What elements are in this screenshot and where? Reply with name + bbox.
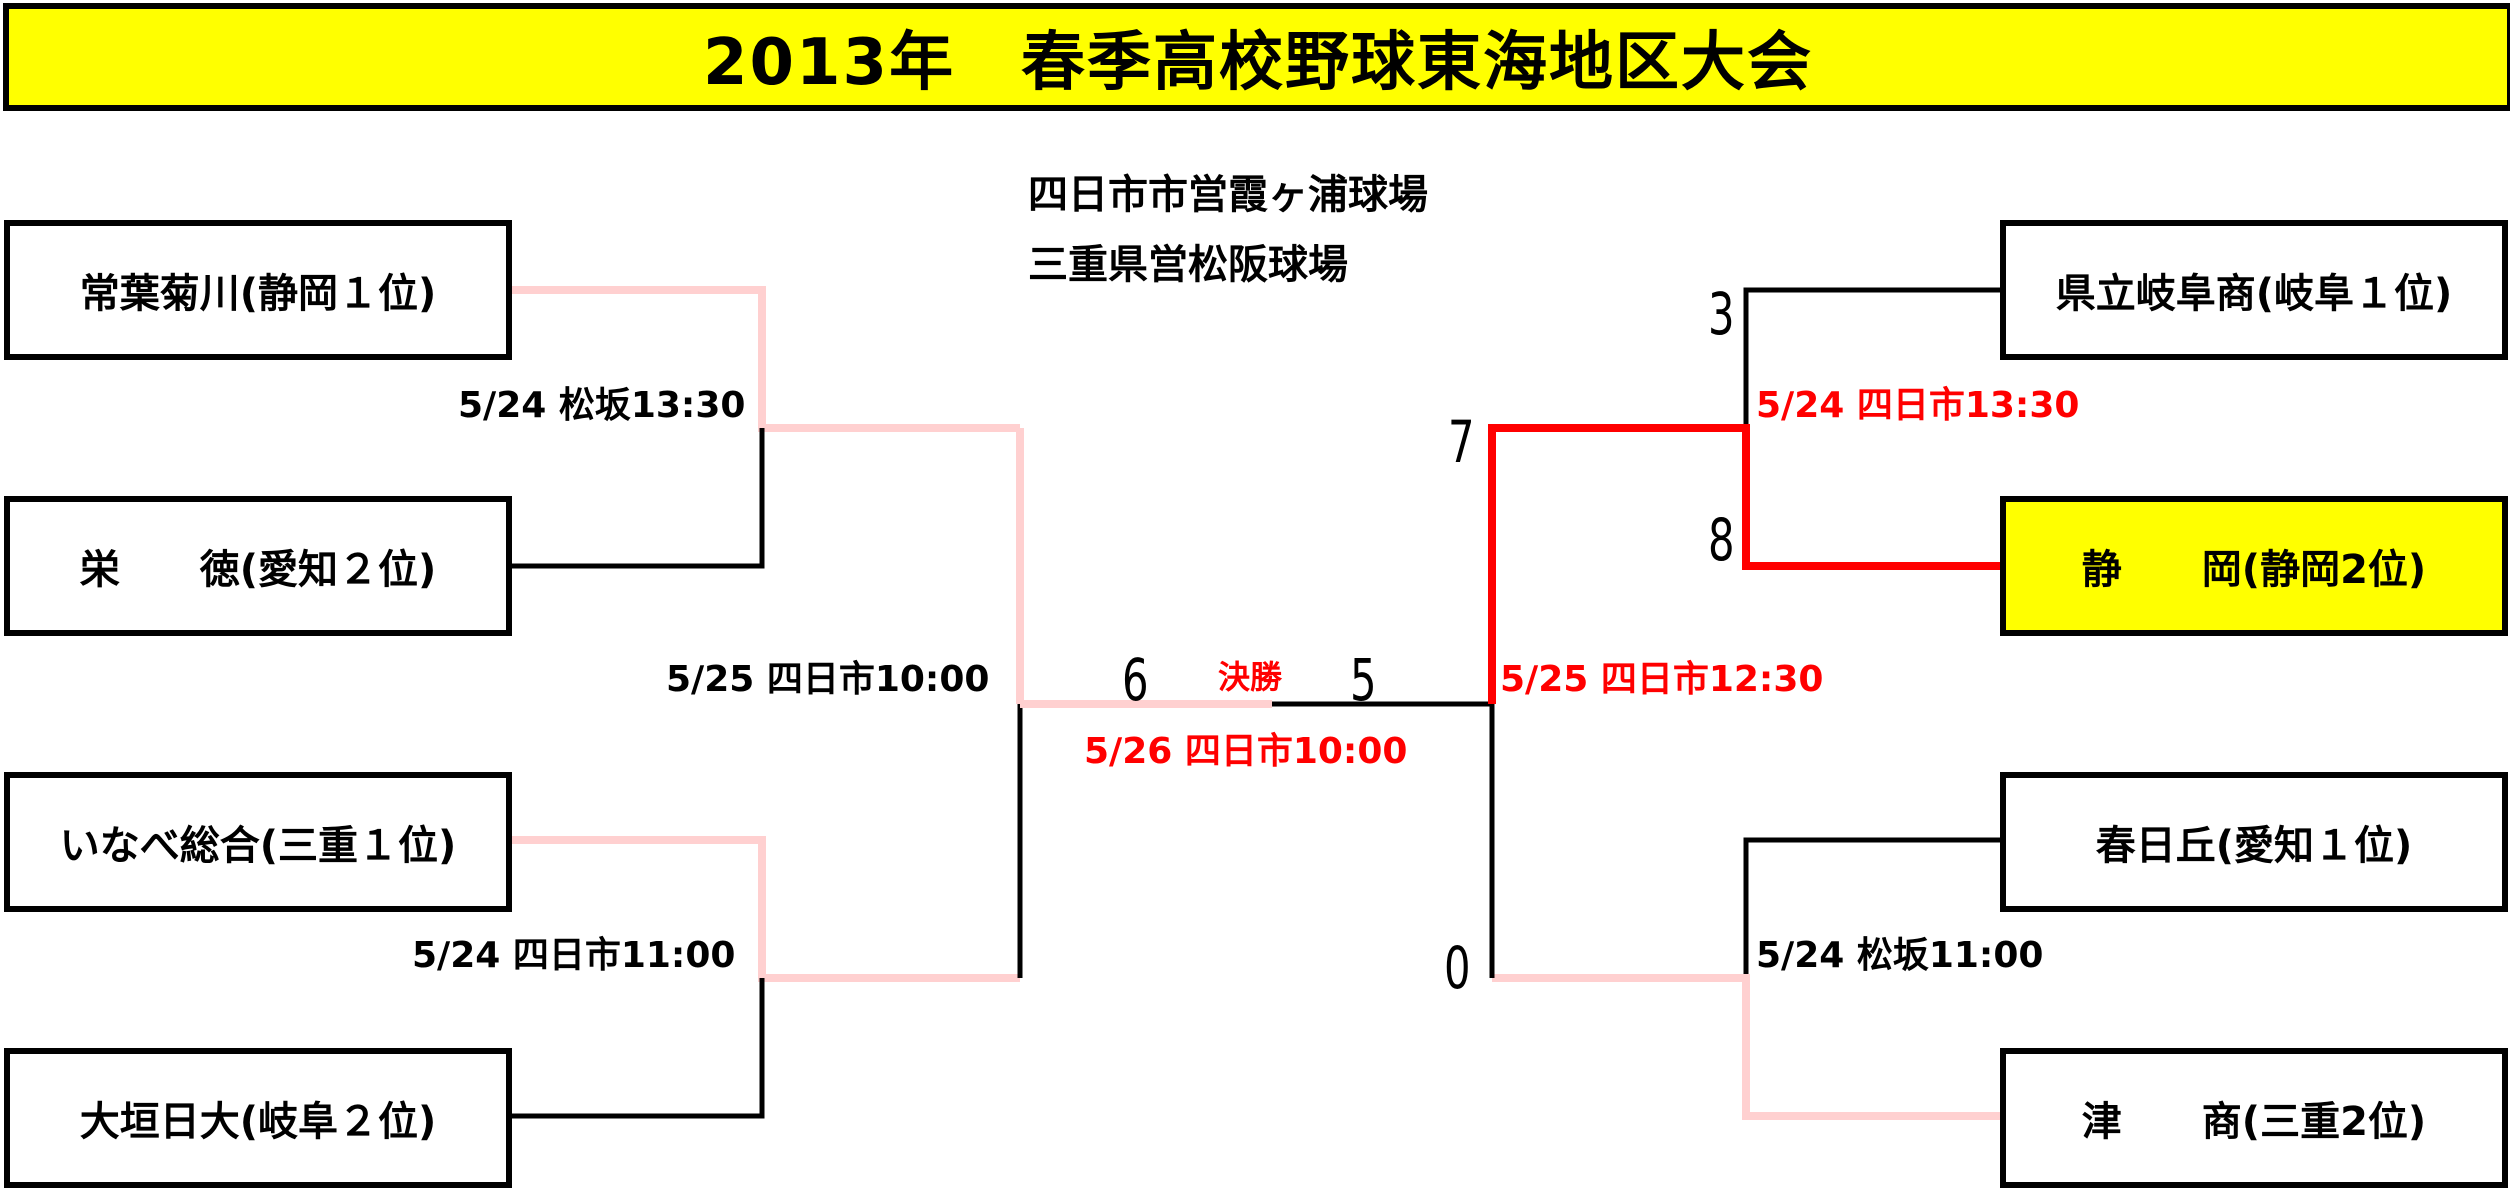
- line-left1: [508, 286, 1020, 432]
- line-right2: [1488, 424, 2002, 704]
- venue-2: 三重県営松阪球場: [1028, 242, 1348, 288]
- line-right1: [1743, 287, 2002, 428]
- venue-1: 四日市市営霞ヶ浦球場: [1028, 172, 1428, 218]
- team-right-4: 津 商(三重2位): [2000, 1048, 2508, 1188]
- line-left2: [508, 428, 765, 569]
- score-r1-top: 3: [1708, 280, 1735, 348]
- team-right-1: 県立岐阜商(岐阜１位): [2000, 220, 2508, 360]
- match-label-l1: 5/24 松坂13:30: [458, 385, 746, 426]
- score-semi-bottom: 0: [1444, 934, 1471, 1002]
- match-label-r1: 5/24 四日市13:30: [1756, 385, 2080, 426]
- match-label-r3: 5/25 四日市12:30: [1500, 659, 1824, 700]
- match-label-r2: 5/24 松坂11:00: [1756, 935, 2044, 976]
- team-left-2: 栄 徳(愛知２位): [4, 496, 512, 636]
- team-right-3: 春日丘(愛知１位): [2000, 772, 2508, 912]
- final-label: 決勝: [1218, 658, 1283, 696]
- score-final-right: 5: [1350, 646, 1377, 714]
- match-label-l3: 5/25 四日市10:00: [666, 659, 990, 700]
- team-left-3: いなべ総合(三重１位): [4, 772, 512, 912]
- team-left-1: 常葉菊川(静岡１位): [4, 220, 512, 360]
- score-final-left: 6: [1122, 646, 1149, 714]
- team-right-2: 静 岡(静岡2位): [2000, 496, 2508, 636]
- score-semi-top: 7: [1448, 408, 1475, 476]
- match-label-l2: 5/24 四日市11:00: [412, 935, 736, 976]
- line-left3: [508, 836, 1020, 982]
- match-label-final: 5/26 四日市10:00: [1084, 731, 1408, 772]
- score-r1-bottom: 8: [1708, 506, 1735, 574]
- team-left-4: 大垣日大(岐阜２位): [4, 1048, 512, 1188]
- line-right4: [1492, 974, 2002, 1120]
- page-title: 2013年 春季高校野球東海地区大会: [3, 3, 2510, 111]
- line-left4: [508, 978, 765, 1119]
- line-right3: [1743, 837, 2002, 978]
